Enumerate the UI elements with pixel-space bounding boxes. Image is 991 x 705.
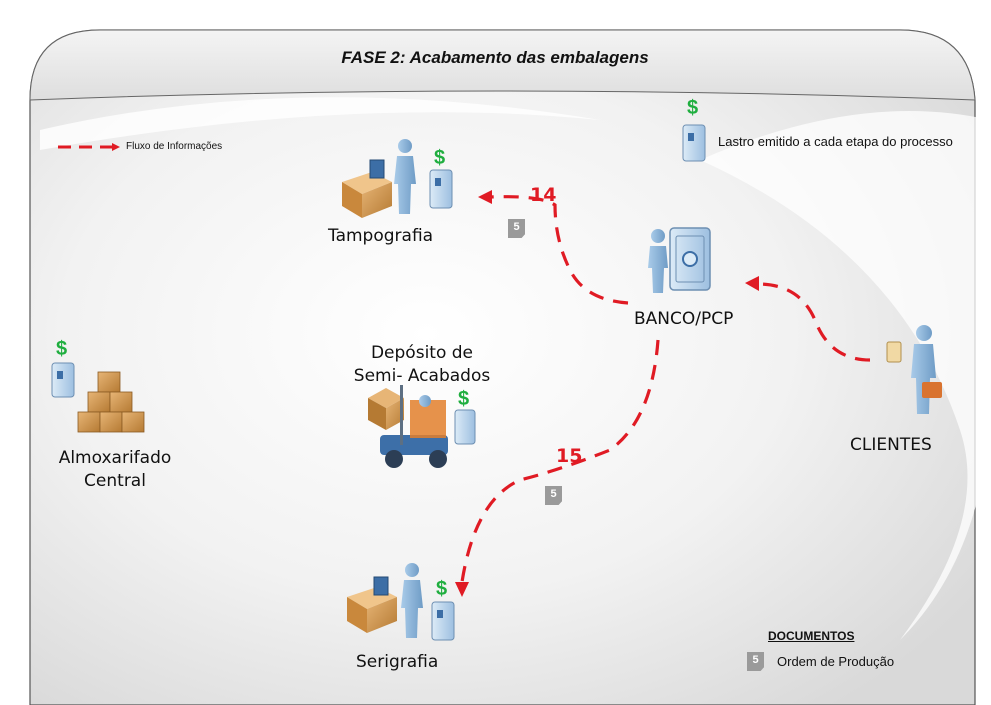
documents-legend-badge: 5	[747, 652, 764, 671]
step-15-label: 15	[556, 445, 583, 467]
legend-lastro-label: Lastro emitido a cada etapa do processo	[718, 134, 953, 149]
clientes-label: CLIENTES	[850, 435, 932, 455]
deposito-label-line1: Depósito de	[370, 343, 474, 363]
flow-14-arrowhead	[478, 190, 492, 204]
serigrafia-icon	[347, 563, 455, 641]
swoosh-decoration	[700, 111, 990, 640]
deposito-icon	[368, 385, 476, 468]
clientes-icon	[886, 325, 942, 414]
legend-flow-arrow	[112, 143, 120, 151]
banco-label: BANCO/PCP	[634, 309, 734, 329]
almoxarifado-icon	[51, 362, 145, 433]
documents-legend-label: Ordem de Produção	[777, 654, 895, 669]
flow-14-document-badge: 5	[508, 219, 525, 238]
documents-header: DOCUMENTOS	[768, 629, 855, 643]
flow-clientes-arrowhead	[745, 276, 759, 291]
banco-icon	[648, 227, 711, 293]
flow-15-document-badge: 5	[545, 486, 562, 505]
flow-14-path	[489, 195, 629, 305]
almoxarifado-label-line1: Almoxarifado	[58, 448, 172, 468]
header-band	[29, 29, 976, 101]
legend-flow-label: Fluxo de Informações	[126, 141, 223, 152]
tampografia-label: Tampografia	[328, 226, 434, 246]
deposito-label-line2: Semi- Acabados	[353, 366, 491, 386]
step-14-label: 14	[530, 184, 557, 206]
flow-15-arrowhead	[455, 582, 469, 597]
tampografia-dollar-icon: $	[434, 147, 446, 169]
serigrafia-dollar-icon: $	[436, 578, 448, 600]
swoosh-decoration	[40, 97, 600, 150]
lastro-safe-icon	[682, 124, 706, 162]
lastro-dollar-icon: $	[687, 97, 699, 119]
page-title: FASE 2: Acabamento das embalagens	[341, 48, 649, 67]
almoxarifado-dollar-icon: $	[56, 338, 68, 360]
deposito-dollar-icon: $	[458, 388, 470, 410]
serigrafia-label: Serigrafia	[356, 652, 439, 672]
tampografia-icon	[342, 139, 453, 218]
almoxarifado-label-line2: Central	[84, 471, 146, 491]
